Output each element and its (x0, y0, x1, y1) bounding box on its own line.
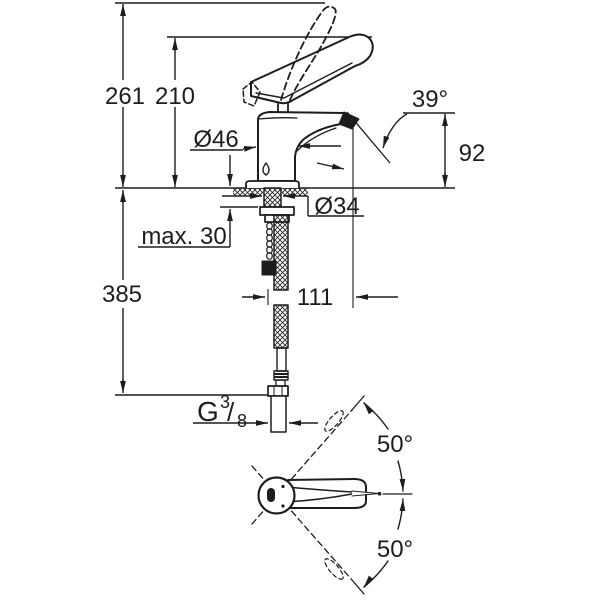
dim-max-deck-30 (138, 155, 233, 248)
label-thread-g38: G 3 / 8 (197, 392, 247, 431)
connection-nut (267, 385, 289, 397)
label-body-diameter: Ø46 (193, 126, 238, 153)
label-spout-reach: 111 (297, 284, 333, 311)
dim-spout-reach-111 (242, 289, 398, 305)
label-swivel-upper: 50° (377, 431, 413, 458)
label-lever-height: 210 (155, 83, 195, 110)
label-aerator-angle: 39° (412, 86, 448, 113)
lever-ghost-lower (324, 558, 344, 580)
plan-dot-upper (281, 484, 285, 489)
deck-hatch-right (282, 188, 308, 196)
pop-up-rod-chain (266, 222, 273, 260)
thread-numerator: 3 (220, 392, 230, 412)
body-top-inner-line (257, 117, 298, 120)
label-below-deck-length: 385 (102, 281, 142, 308)
plan-view (251, 395, 413, 595)
swivel-line-upper-end (351, 395, 365, 411)
plan-dot-lower (281, 504, 285, 508)
mounting-nut-upper (259, 206, 295, 216)
swivel-arcs (363, 402, 406, 588)
label-outlet-height: 92 (459, 140, 486, 167)
faucet-side-view (233, 5, 374, 433)
label-max-deck: max. 30 (141, 223, 226, 250)
lever-ghost-upper (324, 410, 344, 432)
escutcheon-plate (245, 180, 300, 189)
label-shank-diameter: Ø34 (314, 193, 359, 220)
lever-neck (277, 102, 289, 113)
swivel-line-lower-end (351, 579, 365, 595)
lever-plan-needle (351, 490, 380, 497)
raised-lever-dashed (280, 5, 337, 101)
supply-hose-lower (273, 304, 289, 349)
faucet-body (257, 111, 345, 182)
label-overall-height: 261 (105, 83, 145, 110)
supply-hose-upper (273, 214, 289, 291)
dimension-labels: 261 210 Ø46 39° 92 Ø34 max. 30 385 111 5… (102, 83, 485, 563)
thread-denominator: 8 (237, 411, 247, 431)
connection-nut-facets (273, 385, 283, 397)
body-plan-circle (257, 476, 296, 515)
lever-needle-tip (377, 491, 382, 496)
mounting-shank (263, 187, 282, 208)
hose-stem (275, 379, 286, 387)
flow-direction-arrow (316, 162, 345, 170)
outlet-slot (267, 488, 275, 502)
raised-grip-ghost-dashed (242, 81, 261, 107)
hose-fitting (273, 370, 289, 381)
thread-slash: / (227, 397, 235, 427)
lever-handle-side (250, 33, 374, 105)
lever-inner-line (255, 62, 353, 99)
aerator (338, 111, 360, 130)
connection-tube-g38 (270, 395, 287, 433)
dim-body-diameter-46 (190, 143, 341, 152)
thread-prefix: G (197, 396, 219, 427)
label-swivel-lower: 50° (377, 536, 413, 563)
spout-inner-line (296, 127, 337, 152)
grohe-droplet-icon (262, 162, 270, 176)
hose-tube (276, 347, 287, 372)
deck-hatch-left (233, 188, 263, 196)
hose-fitting-bands (274, 373, 288, 378)
angle-arc-39 (382, 113, 408, 149)
